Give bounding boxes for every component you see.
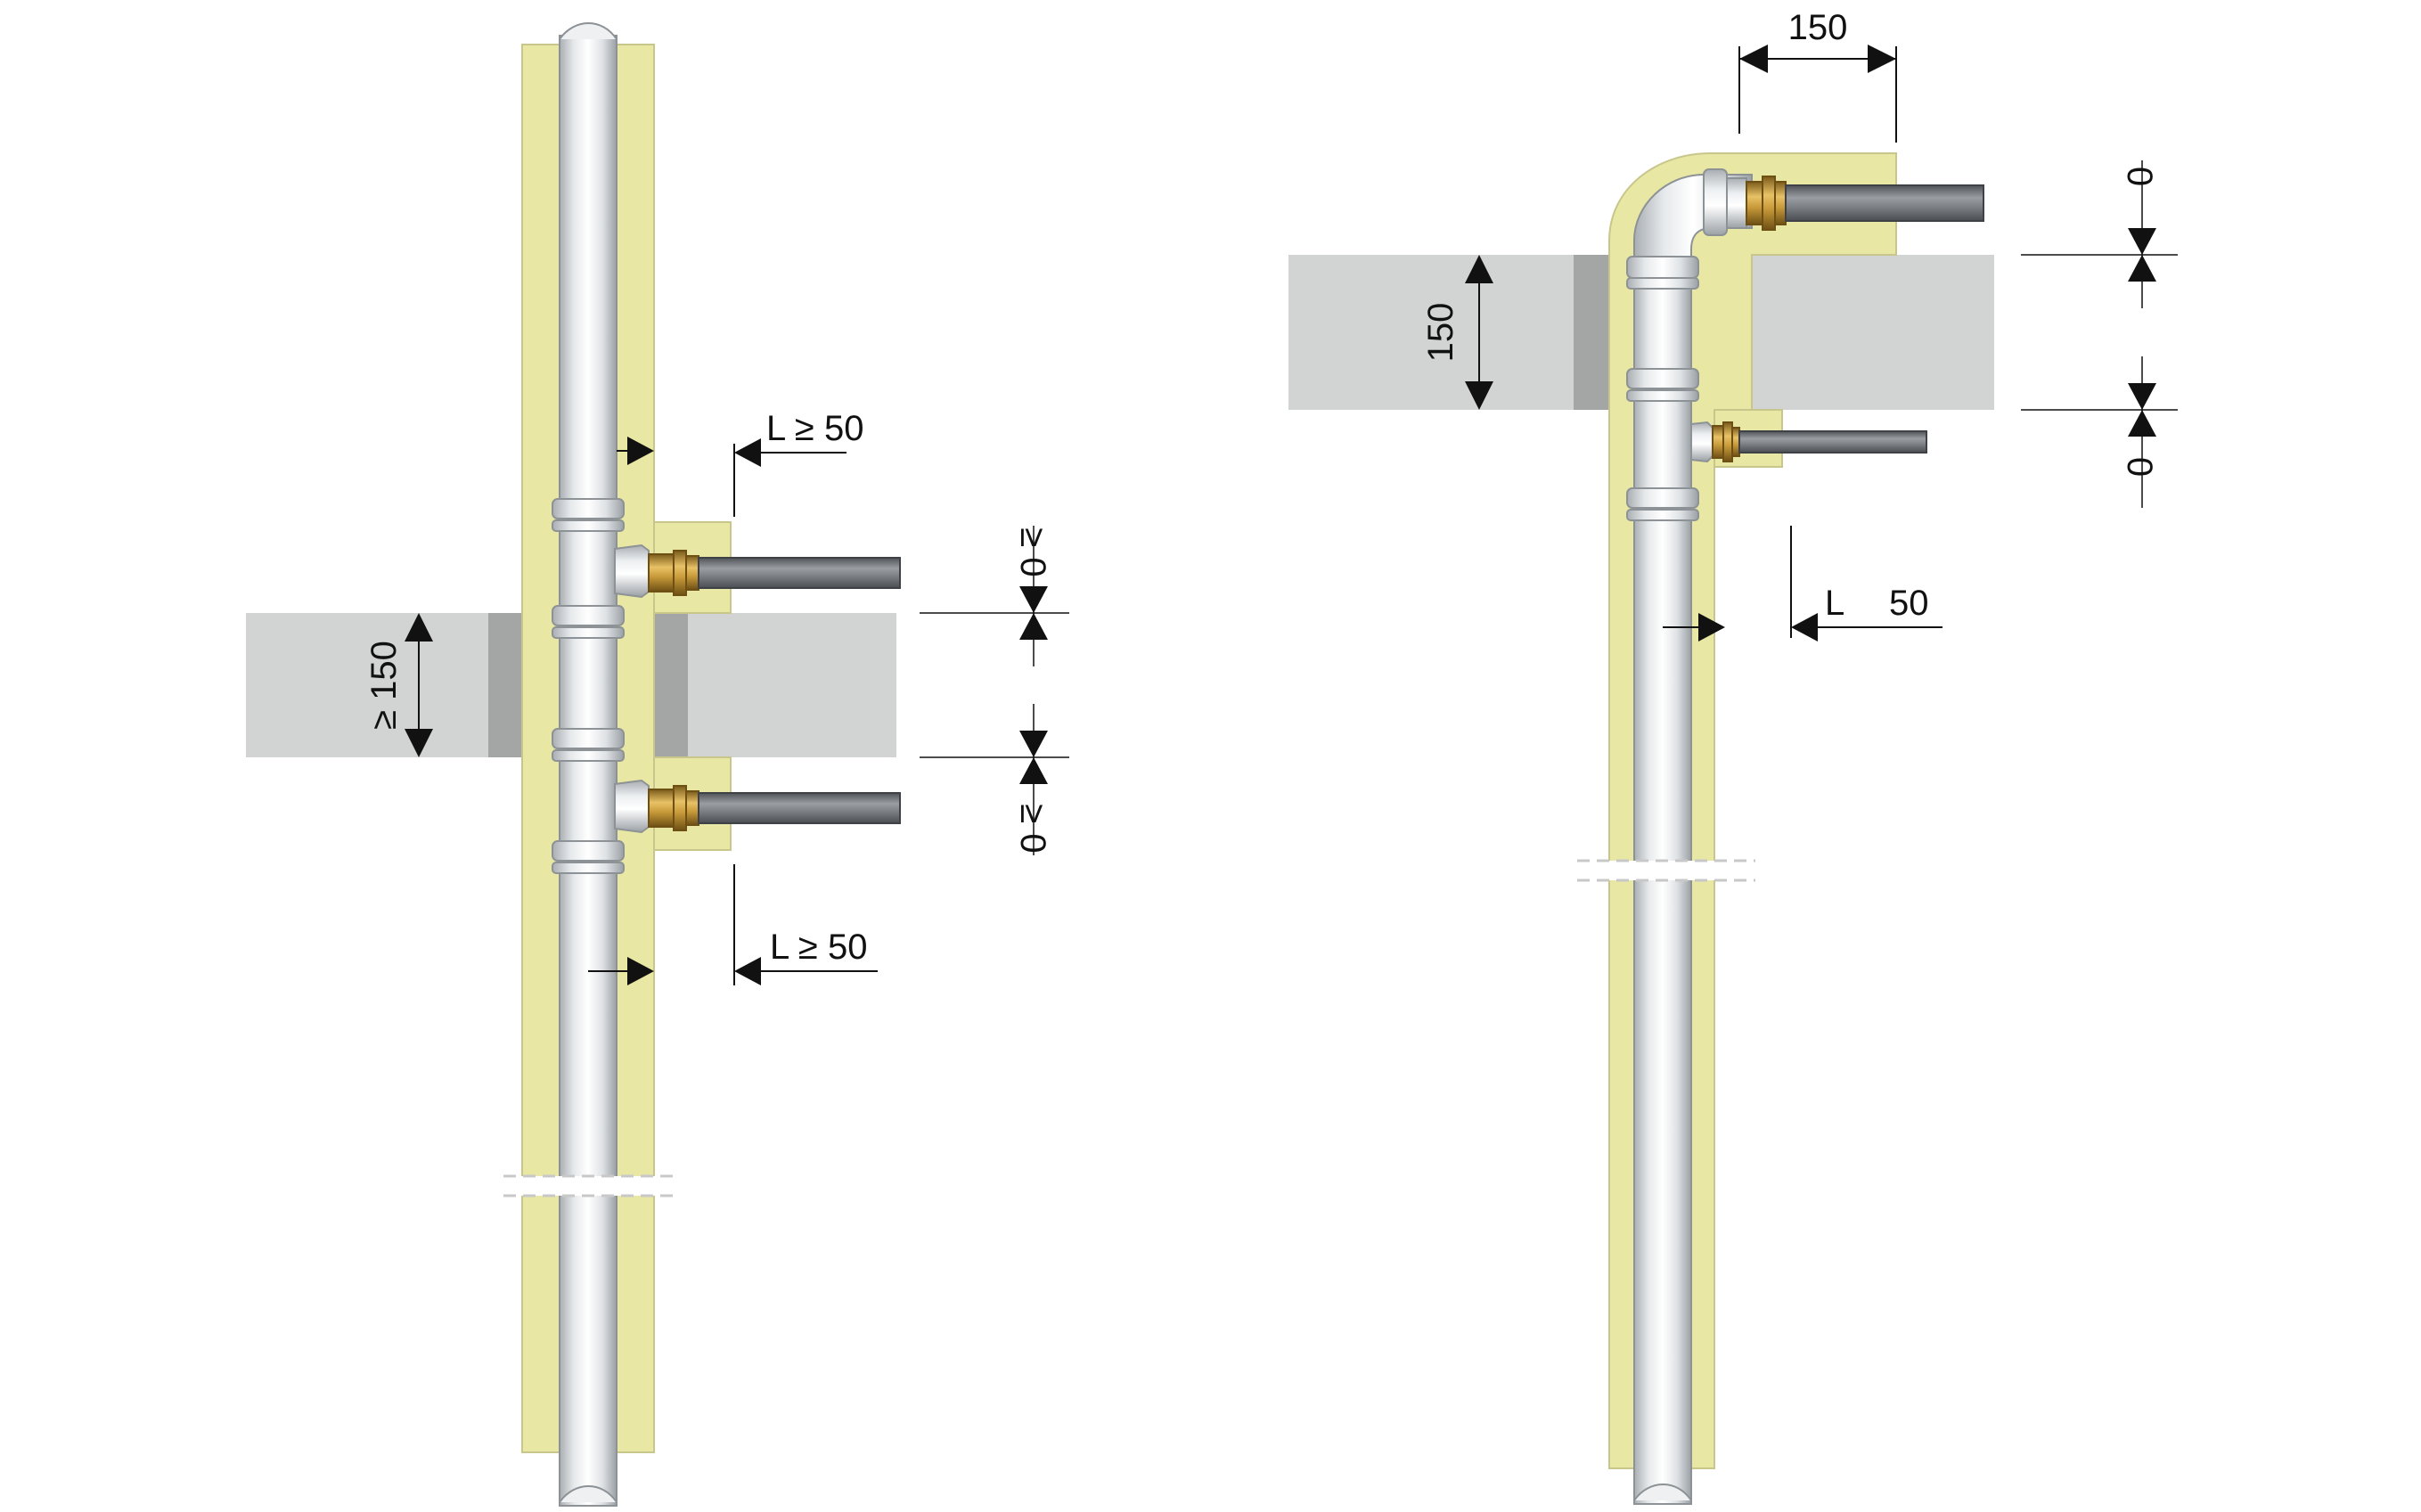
right-figure: 150 150 0 0 L 50 xyxy=(1288,8,2178,1505)
right-tee xyxy=(1626,368,1927,521)
right-pipe-bottom-cut xyxy=(1633,1483,1692,1501)
left-pipe-bottom-cut xyxy=(559,1485,618,1503)
right-elbow-collar-bottom xyxy=(1626,256,1699,279)
left-dim-bottom-label: L ≥ 50 xyxy=(770,928,867,967)
right-dim-elbow: 150 xyxy=(1738,8,1897,143)
right-dim-offset-value-label: 50 xyxy=(1889,584,1929,623)
left-dim-slab-label: ≥ 150 xyxy=(364,641,404,730)
right-elbow-collar-bottom2 xyxy=(1626,277,1699,290)
left-dim-clearance-upper-label: ≥ 0 xyxy=(1013,527,1052,576)
right-break-icon xyxy=(1577,859,1755,882)
left-tee-lower xyxy=(552,728,650,874)
left-dim-slab: ≥ 150 xyxy=(364,613,433,757)
right-dim-slab: 150 xyxy=(1421,255,1493,410)
right-dim-clearance-upper-label: 0 xyxy=(2120,167,2159,186)
right-main-pipe xyxy=(1633,266,1692,1505)
left-offset-arrow-upper xyxy=(617,437,654,465)
left-tee-upper xyxy=(552,498,650,639)
left-dim-clearance: ≥ 0 ≥ 0 xyxy=(920,526,1069,855)
left-dim-clearance-lower-label: ≥ 0 xyxy=(1013,804,1052,853)
left-slab-seal xyxy=(488,613,524,757)
right-dim-clearance: 0 0 xyxy=(2021,160,2178,508)
right-dim-offset: L 50 xyxy=(1790,526,1943,642)
left-pipe-top-cut xyxy=(559,22,618,40)
right-dim-clearance-lower-label: 0 xyxy=(2120,457,2159,477)
right-branch-top xyxy=(1726,176,1984,231)
left-dim-top: L ≥ 50 xyxy=(733,409,863,517)
right-dim-offset-l-label: L xyxy=(1825,584,1844,623)
left-dim-top-label: L ≥ 50 xyxy=(766,409,863,448)
left-branch-lower xyxy=(648,785,901,831)
right-offset-arrow xyxy=(1663,613,1725,642)
right-slab-seal-left xyxy=(1574,255,1609,410)
left-branch-upper xyxy=(648,550,901,596)
left-main-pipe xyxy=(559,35,618,1507)
left-dim-bottom: L ≥ 50 xyxy=(733,864,878,985)
left-break-icon xyxy=(499,1174,677,1197)
right-dim-elbow-label: 150 xyxy=(1788,8,1848,47)
left-offset-arrow-lower xyxy=(588,957,654,985)
right-elbow-collar-top xyxy=(1703,168,1728,236)
left-figure: L ≥ 50 L ≥ 50 ≥ 150 ≥ 0 ≥ 0 xyxy=(246,22,1069,1507)
right-dim-slab-label: 150 xyxy=(1421,303,1460,363)
left-slab-seal-right xyxy=(652,613,688,757)
